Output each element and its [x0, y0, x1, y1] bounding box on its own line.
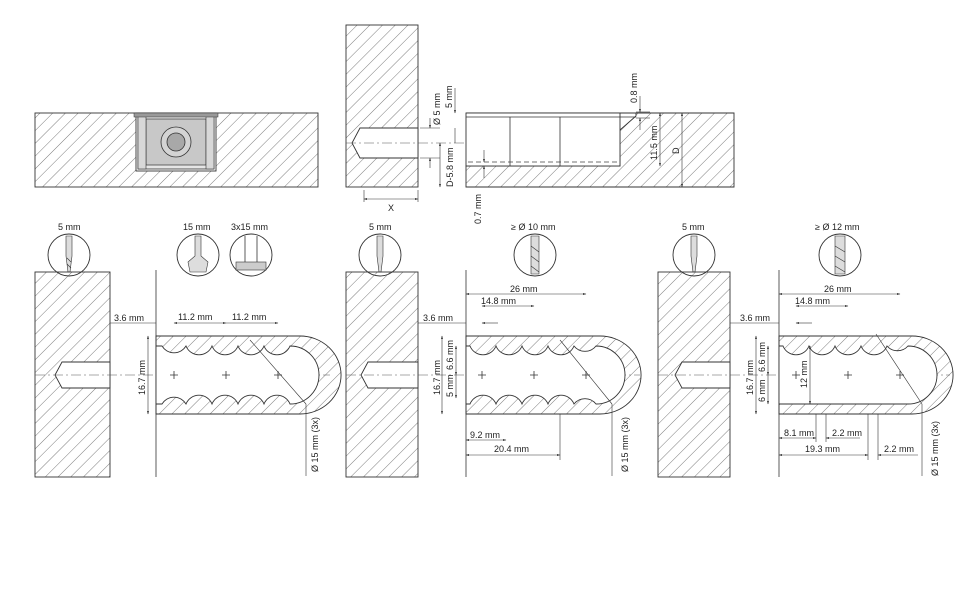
dim-0-8: 0.8 mm: [629, 73, 639, 103]
connector-insert: [133, 112, 219, 170]
p1-dim-16-7: 16.7 mm: [137, 360, 147, 395]
dim-d-minus: D-5.8 mm: [445, 147, 455, 187]
p3-dim-8-1: 8.1 mm: [784, 428, 814, 438]
p1-dim-11-2b: 11.2 mm: [232, 312, 266, 322]
p3-dim-16-7: 16.7 mm: [745, 360, 755, 395]
panel-insert-section: [34, 112, 319, 188]
p1-dim-11-2a: 11.2 mm: [178, 312, 212, 322]
bottom-panel-1: 3.6 mm 11.2 mm 11.2 mm 16.7 mm Ø 15 mm (…: [34, 270, 342, 478]
dim-5-top: 5 mm: [444, 86, 454, 109]
p2-dim-26: 26 mm: [510, 284, 538, 294]
p3-dim-2-2a: 2.2 mm: [832, 428, 862, 438]
p3-dim-14-8: 14.8 mm: [795, 296, 830, 306]
p3-dim-6: 6 mm: [757, 380, 767, 403]
recessed-panel-section: 0.8 mm 11.5 mm D 0.7 mm: [465, 73, 735, 224]
p1-dim-3-6: 3.6 mm: [114, 313, 144, 323]
p2-dim-14-8: 14.8 mm: [481, 296, 516, 306]
dim-d5-top: Ø 5 mm: [432, 93, 442, 125]
p3-dim-2-2b: 2.2 mm: [884, 444, 914, 454]
p3-dim-19-3: 19.3 mm: [805, 444, 840, 454]
p2-dim-20-4: 20.4 mm: [494, 444, 529, 454]
bottom-panel-2: 26 mm 14.8 mm 3.6 mm 16.7 mm 6.6 mm 5 mm…: [345, 270, 642, 478]
dim-0-7: 0.7 mm: [473, 194, 483, 224]
p2-dim-5: 5 mm: [445, 375, 455, 398]
p3-drill-label: 5 mm: [682, 222, 705, 232]
p3-dim-12: 12 mm: [799, 360, 809, 388]
p2-drill-label: 5 mm: [369, 222, 392, 232]
p3-dim-d15: Ø 15 mm (3x): [930, 421, 940, 476]
p3-dim-3-6: 3.6 mm: [740, 313, 770, 323]
p2-dim-3-6: 3.6 mm: [423, 313, 453, 323]
p2-dim-9-2: 9.2 mm: [470, 430, 500, 440]
p1-cutter-label: 15 mm: [183, 222, 211, 232]
vertical-panel-drill-section: X Ø 5 mm 5 mm D-5.8 mm: [345, 24, 470, 213]
p1-dim-d15: Ø 15 mm (3x): [310, 417, 320, 472]
p3-dim-26: 26 mm: [824, 284, 852, 294]
p1-cutter3-label: 3x15 mm: [231, 222, 268, 232]
dim-11-5: 11.5 mm: [649, 126, 659, 160]
p2-cutter-label: ≥ Ø 10 mm: [511, 222, 555, 232]
tool-icons: 5 mm 15 mm 3x15 mm 5 mm ≥ Ø 10 mm 5 mm ≥…: [47, 222, 862, 277]
dim-d: D: [671, 147, 681, 154]
p2-dim-d15: Ø 15 mm (3x): [620, 417, 630, 472]
p3-cutter-label: ≥ Ø 12 mm: [815, 222, 859, 232]
bottom-panel-3: 26 mm 14.8 mm 3.6 mm 16.7 mm 6.6 mm 6 mm…: [657, 270, 954, 478]
p2-dim-16-7: 16.7 mm: [432, 360, 442, 395]
p1-drill-label: 5 mm: [58, 222, 81, 232]
dim-x: X: [388, 203, 394, 213]
p3-dim-6-6: 6.6 mm: [757, 342, 767, 372]
p2-dim-6-6: 6.6 mm: [445, 340, 455, 370]
